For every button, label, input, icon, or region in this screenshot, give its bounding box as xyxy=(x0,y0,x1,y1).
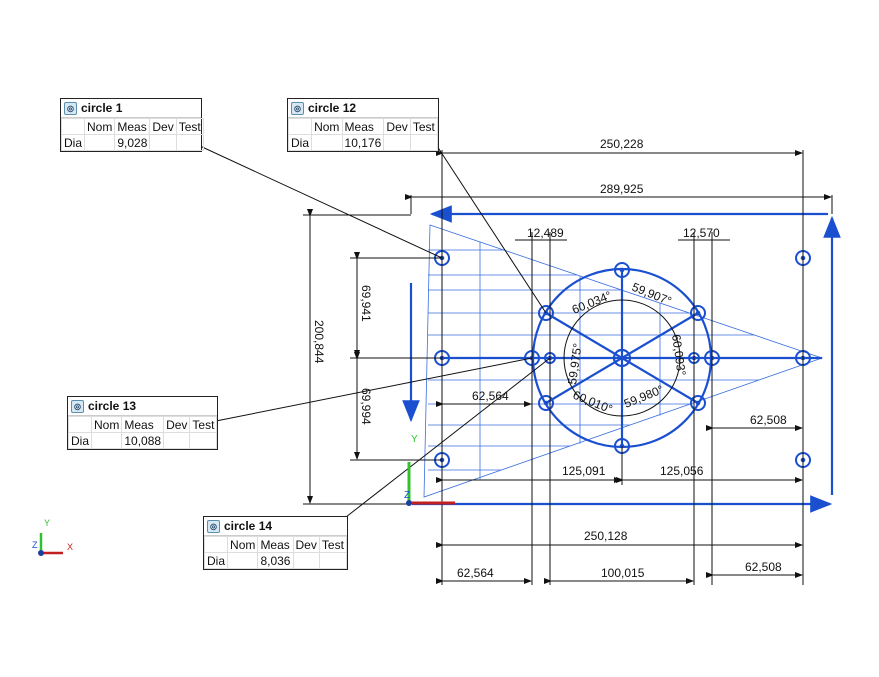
dim-half-right: 125,056 xyxy=(660,464,704,478)
dim-v-upper: 69,941 xyxy=(359,285,373,322)
dim-left-offset: 62,564 xyxy=(472,389,509,403)
angle-label: 60,093° xyxy=(669,333,689,376)
hole-circle[interactable] xyxy=(614,262,630,278)
dim-bottom-right: 62,508 xyxy=(745,560,782,574)
dim-half-left: 125,091 xyxy=(562,464,606,478)
dim-bottom-left: 62,564 xyxy=(457,566,494,580)
hole-circle[interactable] xyxy=(690,305,706,321)
hole-circle[interactable] xyxy=(538,305,554,321)
svg-text:Y: Y xyxy=(44,518,50,528)
origin-triad: Y Z xyxy=(404,434,455,506)
mesh-grid xyxy=(423,224,824,498)
angle-label: 60,034° xyxy=(570,288,614,317)
dim-v-lower: 69,994 xyxy=(359,388,373,425)
dim-top-width: 250,228 xyxy=(600,137,644,151)
circle-feature-icon: ◎ xyxy=(291,101,304,115)
angle-label: 60,010° xyxy=(571,388,615,417)
circle-feature-icon: ◎ xyxy=(71,399,84,413)
dim-overall-height: 200,844 xyxy=(312,320,326,364)
angle-label: 59,975° xyxy=(565,342,585,385)
frame-arrows xyxy=(402,205,841,513)
dimension-lines xyxy=(199,145,833,585)
hole-circle[interactable] xyxy=(538,395,554,411)
angle-label: 59,980° xyxy=(622,382,666,411)
hole-circle[interactable] xyxy=(690,395,706,411)
circle-feature-icon: ◎ xyxy=(64,101,77,115)
svg-text:Z: Z xyxy=(32,540,38,550)
angle-label: 59,907° xyxy=(630,280,674,309)
dim-bottom-mid: 100,015 xyxy=(601,566,645,580)
dim-bottom-width: 250,128 xyxy=(584,529,628,543)
circle-feature-icon: ◎ xyxy=(207,519,220,533)
svg-text:X: X xyxy=(67,542,73,552)
dim-gap-right: 12,570 xyxy=(683,226,720,240)
svg-text:Y: Y xyxy=(411,434,418,445)
dim-overall-width: 289,925 xyxy=(600,182,644,196)
svg-text:Z: Z xyxy=(404,490,410,501)
angle-arc xyxy=(563,299,681,417)
view-axes-indicator: Y X Z xyxy=(32,518,73,556)
hole-center xyxy=(619,267,625,273)
dim-gap-left: 12,489 xyxy=(527,226,564,240)
hole-center xyxy=(543,400,549,406)
dim-right-offset: 62,508 xyxy=(750,413,787,427)
hole-center xyxy=(695,400,701,406)
hole-center xyxy=(695,310,701,316)
